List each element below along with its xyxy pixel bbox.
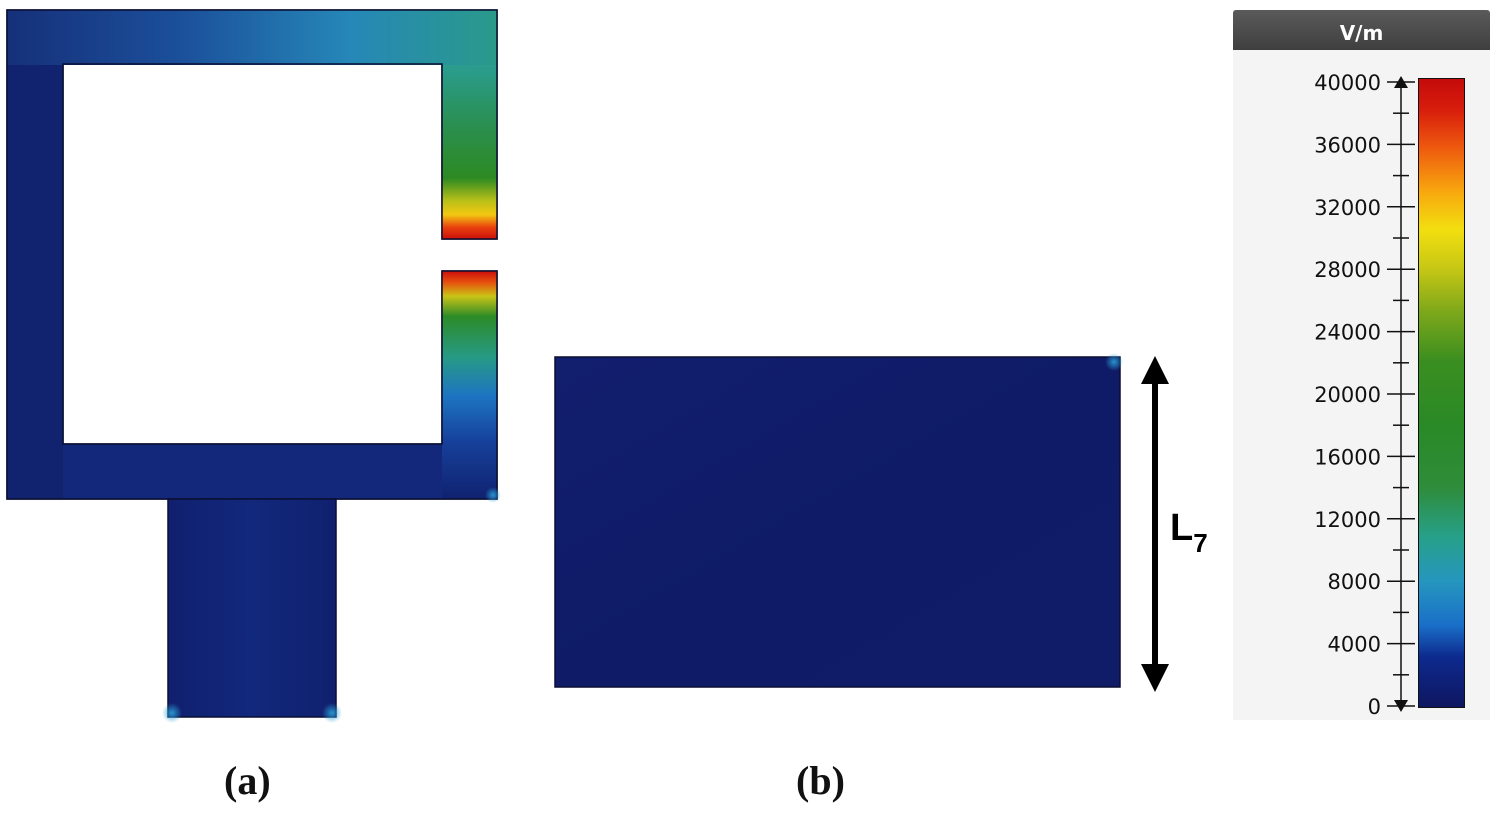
dimension-arrow xyxy=(1141,356,1169,692)
ring-top-arm xyxy=(7,10,497,65)
colorbar-tick-label: 24000 xyxy=(1314,321,1381,345)
dimension-label: L7 xyxy=(1170,507,1208,558)
feed-line xyxy=(167,498,337,718)
colorbar-tick-label: 36000 xyxy=(1314,133,1381,157)
ground-patch xyxy=(554,353,1123,688)
ring-bottom-arm xyxy=(63,444,442,499)
panel-label-a: (a) xyxy=(224,758,271,803)
max-arrow-icon xyxy=(1394,76,1408,88)
colorbar-tick-label: 12000 xyxy=(1314,508,1381,532)
colorbar-tick-label: 20000 xyxy=(1314,383,1381,407)
colorbar-tick-label: 0 xyxy=(1368,695,1381,719)
colorbar-tick-label: 40000 xyxy=(1314,71,1381,95)
ring-upper-tip xyxy=(442,65,497,239)
min-arrow-icon xyxy=(1394,700,1408,712)
colorbar-tick-label: 8000 xyxy=(1328,570,1381,594)
colorbar-tick-label: 4000 xyxy=(1328,633,1381,657)
colorbar-tick-label: 28000 xyxy=(1314,258,1381,282)
colorbar-tick-label: 16000 xyxy=(1314,445,1381,469)
ring-left-arm xyxy=(7,65,63,499)
ring-lower-tip xyxy=(442,271,497,499)
colorbar-unit-label: V/m xyxy=(1233,10,1490,50)
ring-body xyxy=(6,9,498,500)
resonator-structure xyxy=(6,9,501,723)
colorbar-scale: 4000036000320002800024000200001600012000… xyxy=(1314,71,1415,719)
colorbar-tick-label: 32000 xyxy=(1314,196,1381,220)
colorbar-gradient xyxy=(1418,78,1465,708)
panel-label-b: (b) xyxy=(796,758,845,803)
